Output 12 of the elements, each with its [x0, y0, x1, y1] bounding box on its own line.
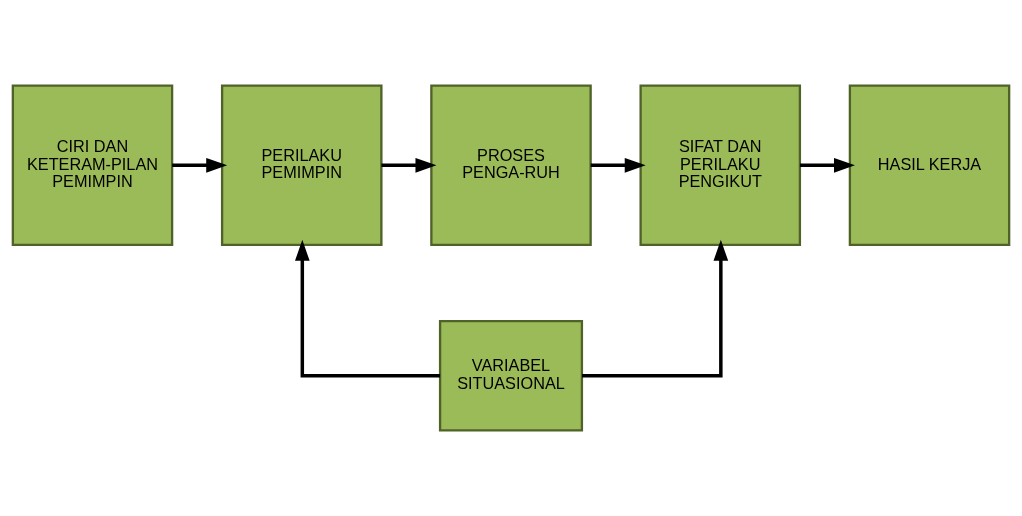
node-box: HASIL KERJA: [848, 84, 1011, 247]
arrow: [295, 239, 441, 378]
arrow: [582, 239, 729, 378]
arrow: [381, 157, 437, 173]
node-box: CIRI DAN KETERAM-PILAN PEMIMPIN: [11, 84, 174, 247]
node-box: PROSES PENGA-RUH: [430, 84, 592, 247]
node-box: PERILAKU PEMIMPIN: [220, 84, 383, 247]
arrow: [799, 157, 855, 173]
arrow: [590, 157, 646, 173]
node-box: VARIABEL SITUASIONAL: [438, 319, 584, 432]
arrow: [172, 157, 228, 173]
node-box: SIFAT DAN PERILAKU PENGIKUT: [639, 84, 802, 247]
